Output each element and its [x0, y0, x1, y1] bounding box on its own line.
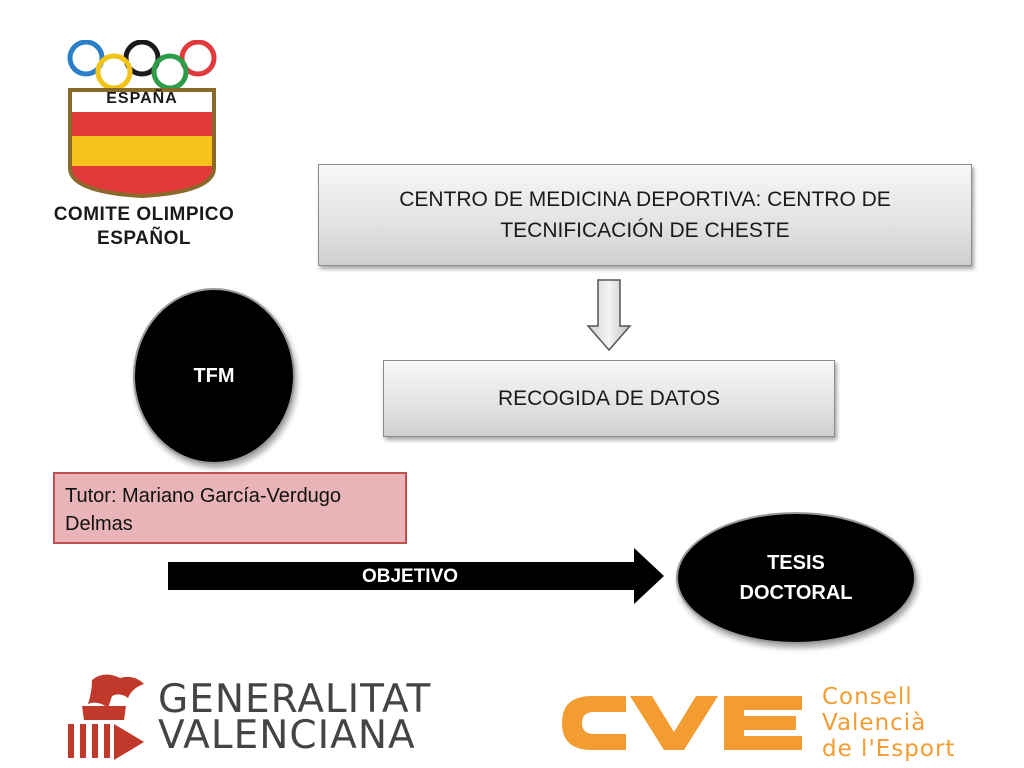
tutor-text: Tutor: Mariano García-Verdugo Delmas [65, 485, 342, 535]
coe-name-line1: COMITE OLIMPICO [53, 204, 235, 225]
tfm-label: TFM [193, 364, 235, 387]
cve-letters-icon [562, 696, 802, 750]
olympic-rings-icon [67, 40, 217, 88]
bat-crest-icon [68, 674, 144, 760]
generalitat-line2: VALENCIANA [158, 713, 416, 758]
centro-medicina-box: CENTRO DE MEDICINA DEPORTIVA: CENTRO DE … [318, 164, 972, 266]
down-arrow-icon [586, 279, 632, 352]
coe-logo: ESPAÑA COMITE OLIMPICO ESPAÑOL [28, 34, 260, 254]
cve-line1: Consell [822, 684, 913, 710]
generalitat-valenciana-logo: GENERALITAT VALENCIANA [62, 670, 452, 762]
generalitat-line1: GENERALITAT [158, 677, 432, 722]
objetivo-arrow-icon [168, 548, 664, 604]
tfm-ellipse: TFM [133, 288, 295, 464]
tutor-box: Tutor: Mariano García-Verdugo Delmas [53, 472, 407, 544]
tesis-label-line1: TESIS [767, 552, 825, 574]
coe-country-label: ESPAÑA [106, 90, 178, 107]
objetivo-label: OBJETIVO [361, 566, 459, 587]
tesis-label-line2: DOCTORAL [739, 582, 853, 604]
coe-name-line2: ESPAÑOL [97, 228, 191, 249]
cve-line3: de l'Esport [822, 736, 956, 762]
centro-medicina-text: CENTRO DE MEDICINA DEPORTIVA: CENTRO DE … [399, 188, 891, 242]
cve-line2: Valencià [822, 710, 927, 736]
spain-shield-icon [68, 88, 216, 198]
cve-logo: Consell Valencià de l'Esport [556, 684, 980, 764]
recogida-datos-text: RECOGIDA DE DATOS [497, 386, 721, 410]
recogida-datos-box: RECOGIDA DE DATOS [383, 360, 835, 437]
tesis-doctoral-ellipse: TESIS DOCTORAL [676, 512, 916, 644]
